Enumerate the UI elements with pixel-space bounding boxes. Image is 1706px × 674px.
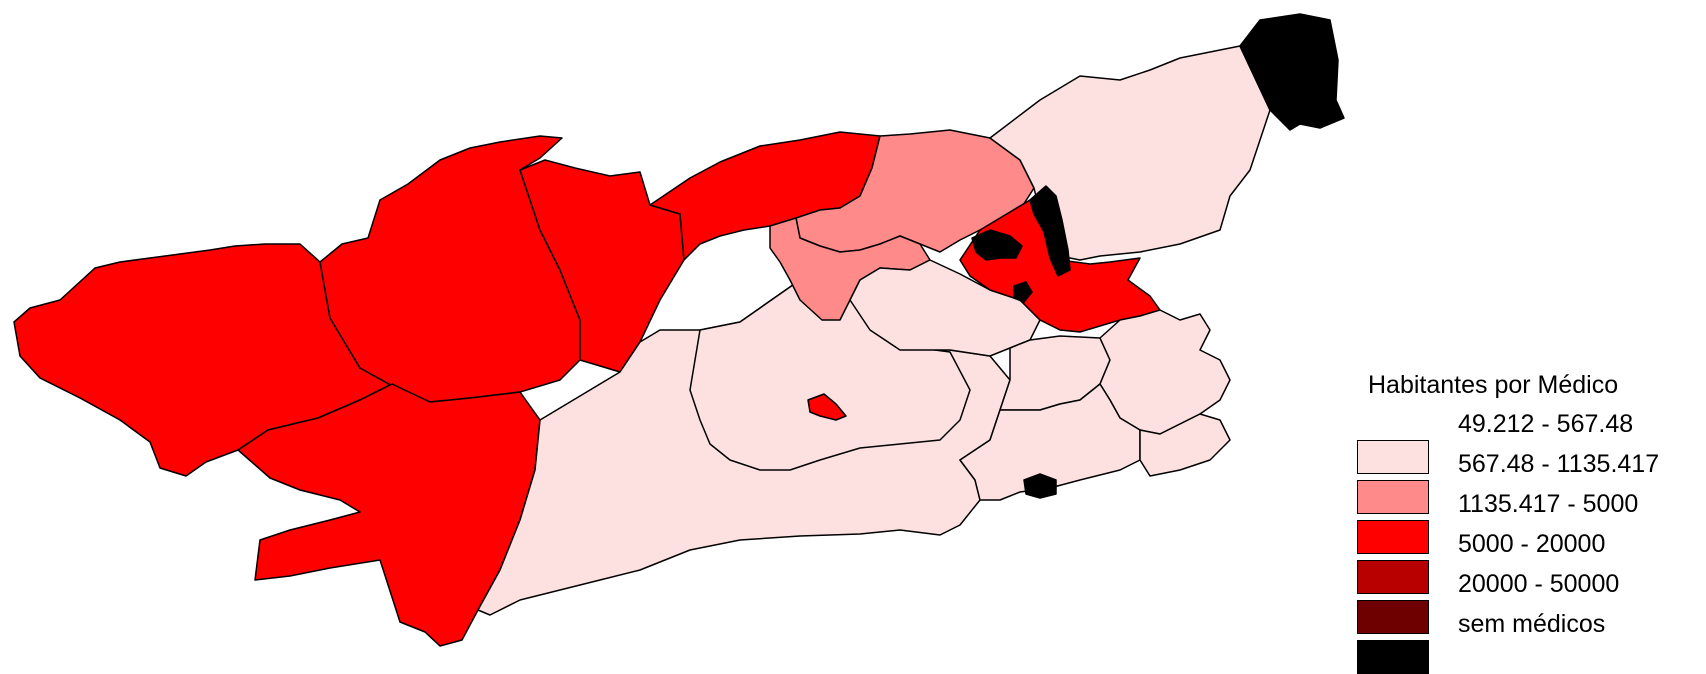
region-black-strip bbox=[1029, 185, 1071, 277]
region-black-small-1 bbox=[1013, 281, 1033, 303]
region-east-pink-4 bbox=[1139, 413, 1231, 477]
region-black-small-2 bbox=[1023, 473, 1057, 499]
region-black-lake bbox=[971, 229, 1023, 261]
region-north-black bbox=[1239, 13, 1345, 131]
region-south-coast-west bbox=[237, 383, 541, 647]
region-east-pink-2 bbox=[1099, 309, 1231, 435]
region-red-enclave bbox=[807, 393, 847, 421]
region-central-north-1 bbox=[519, 159, 685, 373]
